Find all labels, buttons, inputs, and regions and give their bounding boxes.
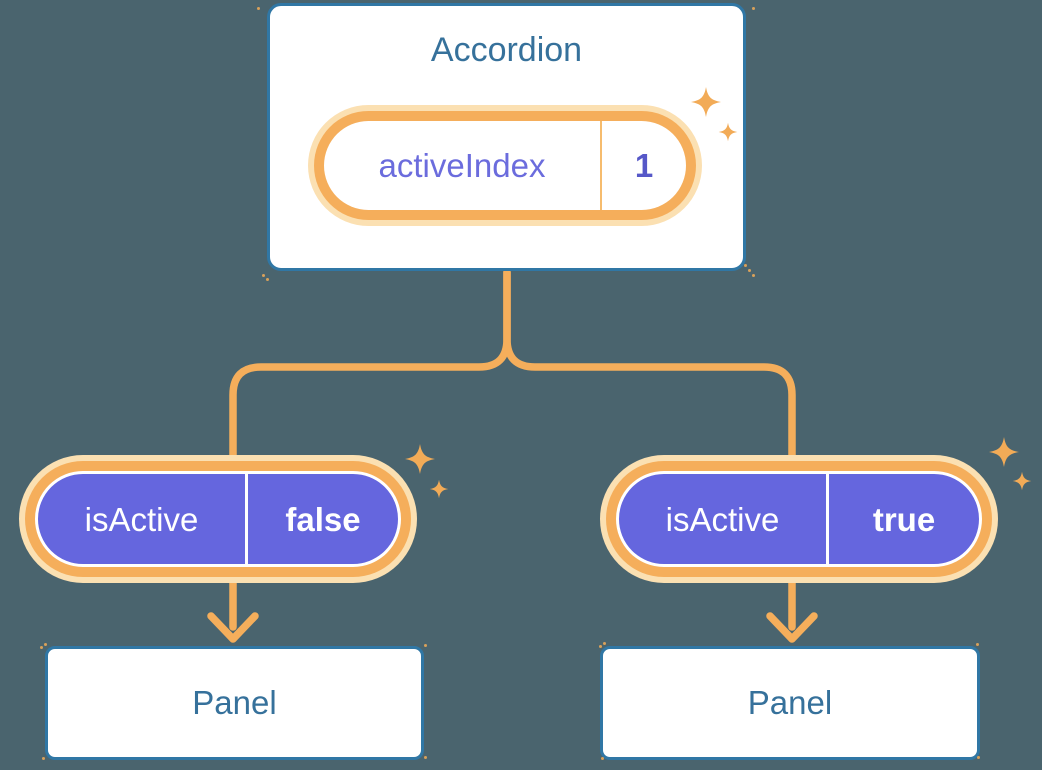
sparkle-dot <box>603 642 606 645</box>
panel-label: Panel <box>192 684 277 721</box>
accordion-title: Accordion <box>430 31 583 69</box>
prop-pill-divider <box>826 474 829 564</box>
sparkle-dot <box>977 756 980 759</box>
sparkle-dot <box>42 757 45 760</box>
state-pill-divider <box>600 121 602 210</box>
sparkle-icon <box>989 437 1032 491</box>
sparkle-dot <box>44 643 47 646</box>
prop-pill-body: isActive false <box>35 471 401 567</box>
sparkle-dot <box>424 644 427 647</box>
prop-pill-divider <box>245 474 248 564</box>
state-pill-body: activeIndex 1 <box>324 121 686 210</box>
state-pill-name: activeIndex <box>378 147 546 184</box>
prop-pill-isactive-false: isActive false <box>19 455 417 583</box>
sparkle-dot <box>752 7 755 10</box>
prop-pill-body: isActive true <box>616 471 982 567</box>
sparkle-dot <box>601 757 604 760</box>
sparkle-dot <box>262 274 265 277</box>
prop-pill-value: true <box>872 500 936 538</box>
sparkle-dot <box>976 643 979 646</box>
sparkle-dot <box>424 756 427 759</box>
sparkle-dot <box>748 269 751 272</box>
arrow-left-head <box>207 612 259 643</box>
branch-right-line <box>503 268 796 462</box>
panel-component-box-left: Panel <box>45 646 424 760</box>
state-pill-value: 1 <box>634 147 654 184</box>
panel-component-box-right: Panel <box>600 646 980 760</box>
prop-pill-value: false <box>285 500 361 538</box>
state-pill-activeindex: activeIndex 1 <box>308 105 702 226</box>
sparkle-dot <box>599 645 602 648</box>
sparkle-dot <box>266 278 269 281</box>
state-pill-ring: activeIndex 1 <box>314 111 696 220</box>
prop-pill-isactive-true: isActive true <box>600 455 998 583</box>
prop-pill-name: isActive <box>665 500 780 538</box>
arrow-right-head <box>766 612 818 643</box>
sparkle-dot <box>752 274 755 277</box>
sparkle-dot <box>40 646 43 649</box>
sparkle-dot <box>257 7 260 10</box>
prop-pill-name: isActive <box>84 500 199 538</box>
prop-pill-ring: isActive true <box>606 461 992 577</box>
prop-pill-ring: isActive false <box>25 461 411 577</box>
sparkle-dot <box>744 264 747 267</box>
panel-label: Panel <box>747 684 833 721</box>
branch-left-line <box>229 268 511 462</box>
